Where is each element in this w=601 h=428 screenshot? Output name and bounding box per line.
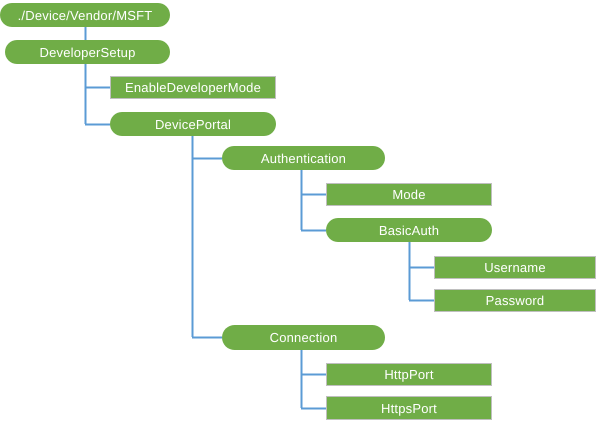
node-label-httpport: HttpPort	[384, 367, 434, 382]
node-username[interactable]: Username	[434, 256, 596, 279]
node-enabledevelopermode[interactable]: EnableDeveloperMode	[110, 76, 276, 99]
node-label-username: Username	[484, 260, 546, 275]
node-label-mode: Mode	[392, 187, 426, 202]
node-mode[interactable]: Mode	[326, 183, 492, 206]
node-label-password: Password	[485, 293, 545, 308]
node-root[interactable]: ./Device/Vendor/MSFT	[0, 3, 170, 27]
node-password[interactable]: Password	[434, 289, 596, 312]
node-label-httpsport: HttpsPort	[381, 400, 437, 416]
node-label-root: ./Device/Vendor/MSFT	[17, 7, 153, 23]
node-connection[interactable]: Connection	[222, 325, 385, 350]
node-label-deviceportal: DevicePortal	[154, 116, 232, 132]
node-httpsport[interactable]: HttpsPort	[326, 396, 492, 420]
node-developersetup[interactable]: DeveloperSetup	[5, 40, 170, 64]
node-httpport[interactable]: HttpPort	[326, 363, 492, 386]
node-label-connection: Connection	[269, 330, 338, 345]
node-authentication[interactable]: Authentication	[222, 146, 385, 170]
node-label-authentication: Authentication	[260, 150, 347, 166]
node-label-enabledevelopermode: EnableDeveloperMode	[124, 80, 262, 95]
node-label-basicauth: BasicAuth	[378, 222, 440, 238]
node-deviceportal[interactable]: DevicePortal	[110, 112, 276, 136]
node-basicauth[interactable]: BasicAuth	[326, 218, 492, 242]
node-label-developersetup: DeveloperSetup	[39, 44, 136, 60]
